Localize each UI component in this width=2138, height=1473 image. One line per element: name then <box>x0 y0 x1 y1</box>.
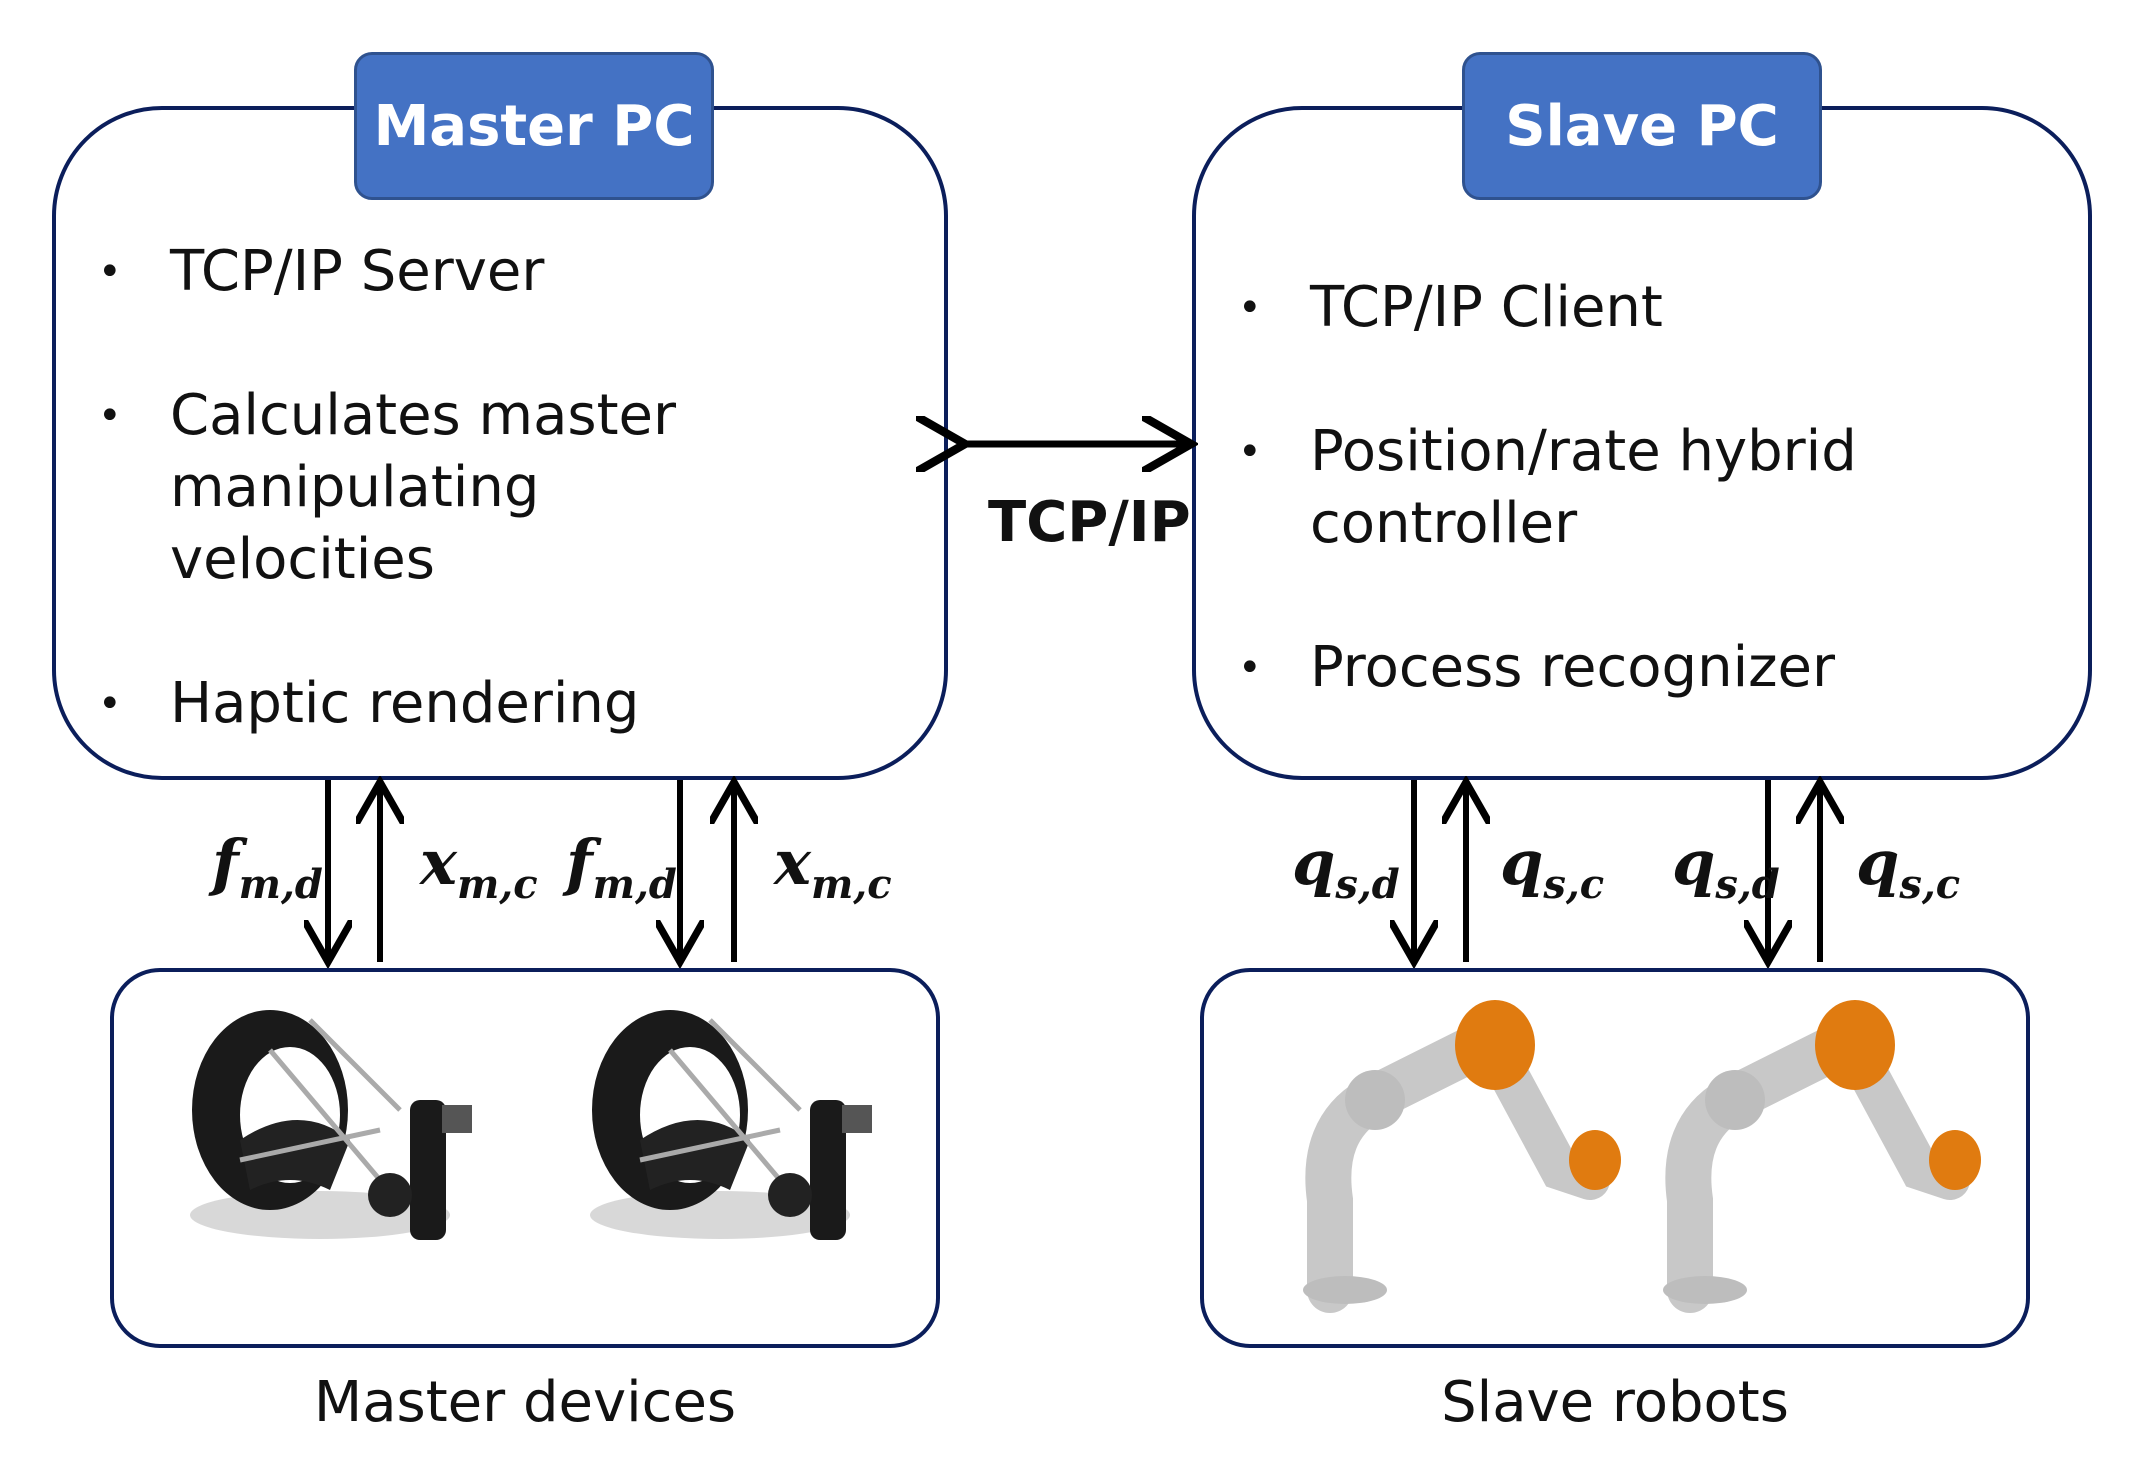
slave-pc-item-label: Position/rate hybrid controller <box>1310 419 1857 556</box>
signal-subscript: s,c <box>1543 861 1605 908</box>
master-signal-label: fm,d <box>566 826 677 908</box>
master-pc-item-label: Calculates master manipulating velocitie… <box>170 383 676 592</box>
tcp-ip-link-label: TCP/IP <box>988 490 1191 555</box>
signal-subscript: m,d <box>238 861 323 908</box>
signal-subscript: s,c <box>1899 861 1961 908</box>
signal-symbol: q <box>1672 826 1716 899</box>
slave-signal-label: qs,c <box>1856 826 1960 908</box>
slave-pc-box: TCP/IP Client Position/rate hybrid contr… <box>1192 106 2092 780</box>
master-pc-list: TCP/IP Server Calculates master manipula… <box>56 236 936 740</box>
slave-pc-item-label: Process recognizer <box>1310 635 1835 700</box>
master-pc-item-label: TCP/IP Server <box>170 239 545 304</box>
slave-pc-item: TCP/IP Client <box>1196 272 2086 344</box>
master-signal-label: fm,d <box>212 826 323 908</box>
slave-pc-item: Position/rate hybrid controller <box>1196 416 2086 560</box>
signal-subscript: m,c <box>456 861 538 908</box>
signal-subscript: m,d <box>592 861 677 908</box>
signal-subscript: m,c <box>810 861 892 908</box>
signal-symbol: x <box>420 826 457 899</box>
master-signal-label: xm,c <box>774 826 892 908</box>
signal-subscript: s,d <box>1335 861 1400 908</box>
master-pc-item-label: Haptic rendering <box>170 671 640 736</box>
master-pc-item: Haptic rendering <box>56 668 936 740</box>
haptic-device-image <box>590 1010 872 1240</box>
master-pc-box: TCP/IP Server Calculates master manipula… <box>52 106 948 780</box>
signal-symbol: q <box>1856 826 1900 899</box>
signal-symbol: f <box>212 826 239 899</box>
slave-pc-list: TCP/IP Client Position/rate hybrid contr… <box>1196 272 2086 704</box>
master-pc-item: Calculates master manipulating velocitie… <box>56 380 790 596</box>
slave-signal-label: qs,d <box>1292 826 1400 908</box>
slave-signal-label: qs,d <box>1672 826 1780 908</box>
slave-signal-label: qs,c <box>1500 826 1604 908</box>
signal-symbol: q <box>1292 826 1336 899</box>
signal-symbol: x <box>774 826 811 899</box>
master-signal-label: xm,c <box>420 826 538 908</box>
signal-subscript: s,d <box>1715 861 1780 908</box>
master-devices-caption: Master devices <box>313 1370 737 1435</box>
robot-arm-image <box>1303 1000 1621 1313</box>
slave-pc-item: Process recognizer <box>1196 632 2086 704</box>
robot-arm-image <box>1663 1000 1981 1313</box>
signal-symbol: q <box>1500 826 1544 899</box>
master-pc-title: Master PC <box>354 52 714 200</box>
slave-robots-caption: Slave robots <box>1441 1370 1789 1435</box>
master-pc-item: TCP/IP Server <box>56 236 936 308</box>
slave-pc-title: Slave PC <box>1462 52 1822 200</box>
slave-pc-item-label: TCP/IP Client <box>1310 275 1663 340</box>
signal-symbol: f <box>566 826 593 899</box>
haptic-device-image <box>190 1010 472 1240</box>
